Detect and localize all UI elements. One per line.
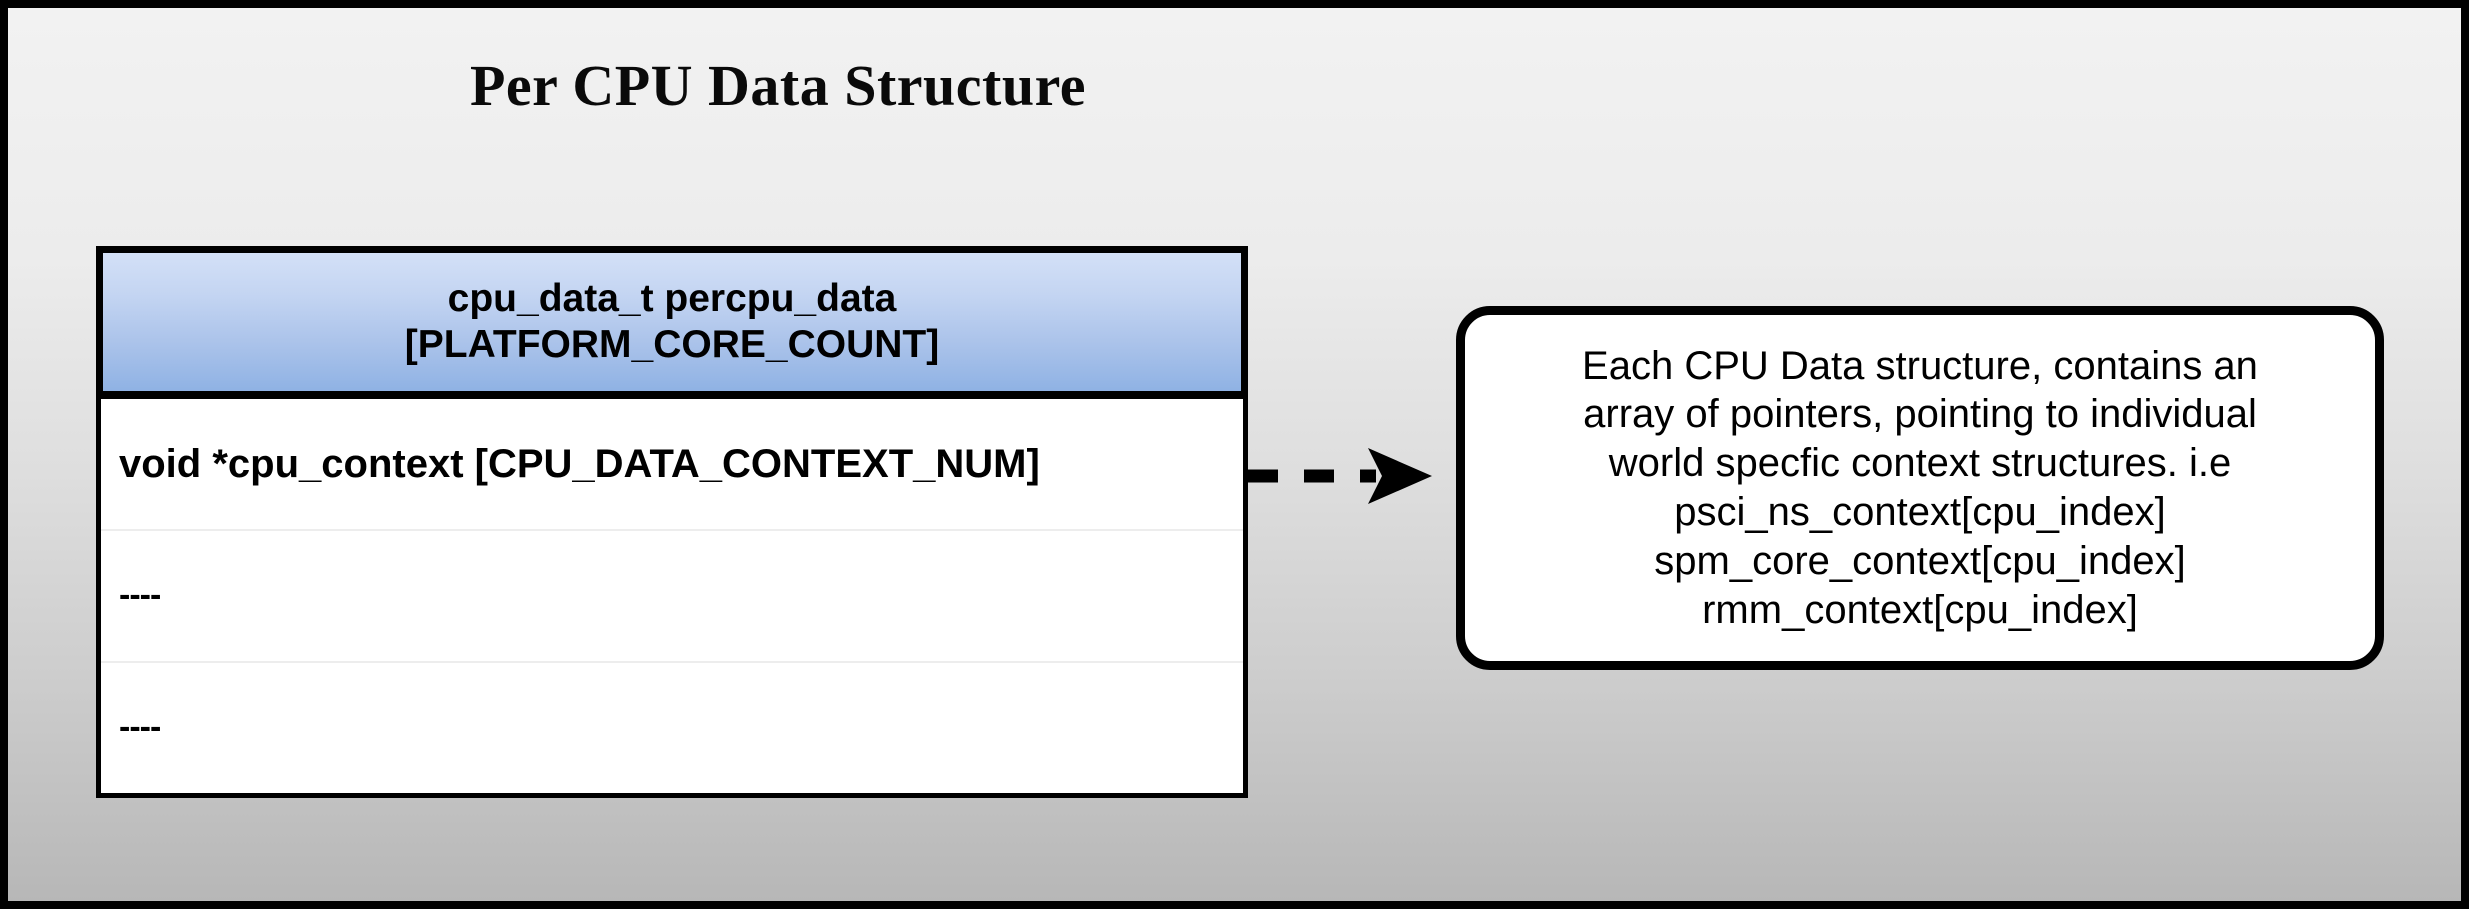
callout-line: spm_core_context[cpu_index] — [1654, 538, 2186, 583]
dashed-arrow-icon — [1248, 448, 1432, 504]
page-title: Per CPU Data Structure — [469, 53, 1087, 118]
table-row: ---- — [101, 663, 1243, 793]
callout-line: Each CPU Data structure, contains an — [1582, 343, 2258, 388]
table-row: ---- — [101, 531, 1243, 663]
callout-line: psci_ns_context[cpu_index] — [1674, 490, 2166, 534]
struct-table-header: cpu_data_t percpu_data [PLATFORM_CORE_CO… — [96, 246, 1248, 398]
struct-header-line-1: cpu_data_t percpu_data — [447, 276, 897, 320]
struct-field-label: ---- — [119, 576, 161, 615]
struct-table-body: void *cpu_context [CPU_DATA_CONTEXT_NUM]… — [96, 394, 1248, 798]
struct-header-line-2: [PLATFORM_CORE_COUNT] — [404, 323, 940, 366]
callout-note: Each CPU Data structure, contains an arr… — [1456, 306, 2384, 670]
callout-line: array of pointers, pointing to individua… — [1583, 392, 2257, 437]
table-row: void *cpu_context [CPU_DATA_CONTEXT_NUM] — [101, 399, 1243, 531]
struct-field-label: ---- — [119, 708, 161, 747]
struct-field-label: void *cpu_context [CPU_DATA_CONTEXT_NUM] — [119, 442, 1040, 486]
callout-line: world specfic context structures. i.e — [1608, 441, 2232, 486]
callout-line: rmm_context[cpu_index] — [1702, 587, 2138, 632]
dashed-arrow-connector — [1246, 440, 1436, 512]
percpu-data-struct-table: cpu_data_t percpu_data [PLATFORM_CORE_CO… — [96, 246, 1248, 798]
